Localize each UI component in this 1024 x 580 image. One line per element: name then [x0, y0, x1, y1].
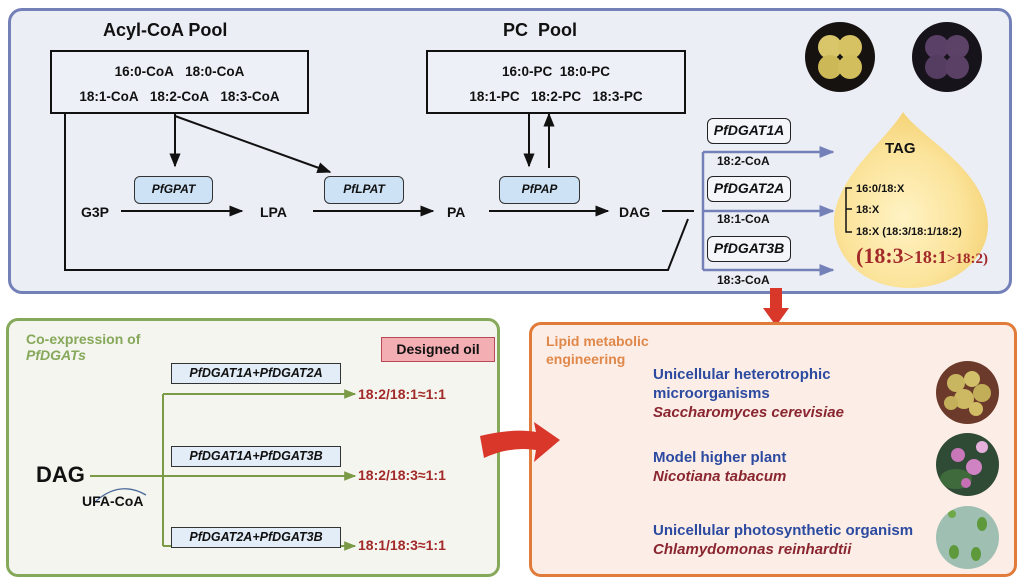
tag-species: 18:X [856, 204, 880, 216]
engineering-subtitle: engineering [546, 351, 626, 367]
acyl-pool-title: Acyl-CoA Pool [103, 20, 228, 40]
yeast-graphic [944, 371, 991, 416]
yellow-seeds-graphic [818, 35, 862, 79]
designed-oil-badge: Designed oil [381, 337, 495, 362]
acyl-to-lpat-arrow [174, 115, 332, 173]
coexpression-title: Co-expression of [26, 331, 141, 347]
red-down-arrow-icon [763, 288, 789, 326]
yeast-photo [936, 361, 999, 424]
metabolic-engineering-panel [529, 322, 1017, 577]
pc-species: 18:2-PC [530, 89, 582, 104]
organism-category: Model higher plant [653, 449, 787, 466]
organism-species: Chlamydomonas reinhardtii [653, 541, 852, 558]
acyl-species: 18:2-CoA [149, 89, 210, 104]
pa-label: PA [447, 204, 466, 220]
acyl-species: 16:0-CoA [114, 64, 174, 79]
organism-species: Saccharomyces cerevisiae [653, 404, 844, 421]
gpat-enzyme-box: PfGPAT [134, 176, 213, 204]
pc-species: 16:0-PC [501, 64, 553, 79]
acyl-species: 18:1-CoA [79, 89, 139, 104]
coexpression-subtitle: PfDGATs [26, 347, 86, 363]
purple-seeds-photo [912, 22, 982, 92]
pc-species: 18:1-PC [469, 89, 520, 104]
pc-pool-box: 16:0-PC 18:0-PC 18:1-PC 18:2-PC 18:3-PC [426, 50, 686, 114]
pc-species: 18:0-PC [559, 64, 611, 79]
combo-result: 18:2/18:3≈1:1 [358, 467, 446, 483]
pref-183: (18:3 [856, 243, 904, 268]
dgat3b-substrate: 18:3-CoA [717, 273, 770, 287]
acyl-coa-pool-box: 16:0-CoA 18:0-CoA 18:1-CoA 18:2-CoA 18:3… [50, 50, 309, 114]
organism-category-cont: microorganisms [653, 385, 770, 402]
lpa-label: LPA [260, 204, 287, 220]
acyl-bypass-line [64, 113, 689, 271]
dgat1a-box: PfDGAT1A [707, 118, 791, 144]
dgat3b-box: PfDGAT3B [707, 236, 791, 262]
dag-label: DAG [619, 204, 651, 220]
pap-enzyme-box: PfPAP [499, 176, 580, 204]
tag-species: 16:0/18:X [856, 183, 905, 195]
tag-species: 18:X (18:3/18:1/18:2) [856, 226, 962, 238]
organism-species: Nicotiana tabacum [653, 468, 787, 485]
dgat2a-box: PfDGAT2A [707, 176, 791, 202]
acyl-species: 18:0-CoA [185, 64, 245, 79]
combo-result: 18:2/18:1≈1:1 [358, 386, 446, 402]
pref-181: >18:1 [903, 247, 947, 267]
organism-category: Unicellular photosynthetic organism [653, 522, 914, 539]
tobacco-photo [936, 433, 999, 496]
tag-preference-order: (18:3>18:1>18:2) [856, 243, 988, 269]
yellow-seeds-photo [805, 22, 875, 92]
red-curved-arrow-icon [480, 422, 560, 462]
tobacco-graphic [940, 441, 988, 489]
combo-genes: PfDGAT2A+PfDGAT3B [171, 527, 341, 548]
combo-result: 18:1/18:3≈1:1 [358, 537, 446, 553]
ufa-coa-label: UFA-CoA [82, 493, 144, 509]
dgat2a-substrate: 18:1-CoA [717, 212, 770, 226]
g3p-label: G3P [81, 204, 110, 220]
chlamydomonas-photo [936, 506, 999, 569]
pc-species: 18:3-PC [592, 89, 643, 104]
pc-pool-title: PC Pool [503, 20, 578, 40]
dgat1a-substrate: 18:2-CoA [717, 154, 770, 168]
organism-category: Unicellular heterotrophic [653, 366, 831, 383]
tag-title: TAG [885, 140, 916, 157]
combo-genes: PfDGAT1A+PfDGAT2A [171, 363, 341, 384]
pref-182: >18:2) [946, 251, 988, 267]
chlamydomonas-graphic [948, 510, 987, 561]
tag-oil-droplet [834, 112, 988, 288]
combo-genes: PfDGAT1A+PfDGAT3B [171, 446, 341, 467]
purple-seeds-graphic [925, 35, 969, 79]
lpat-enzyme-box: PfLPAT [324, 176, 404, 204]
dag-source-label: DAG [36, 462, 85, 487]
acyl-species: 18:3-CoA [220, 89, 280, 104]
pathway-arrows [64, 112, 835, 276]
engineering-title: Lipid metabolic [546, 333, 649, 349]
